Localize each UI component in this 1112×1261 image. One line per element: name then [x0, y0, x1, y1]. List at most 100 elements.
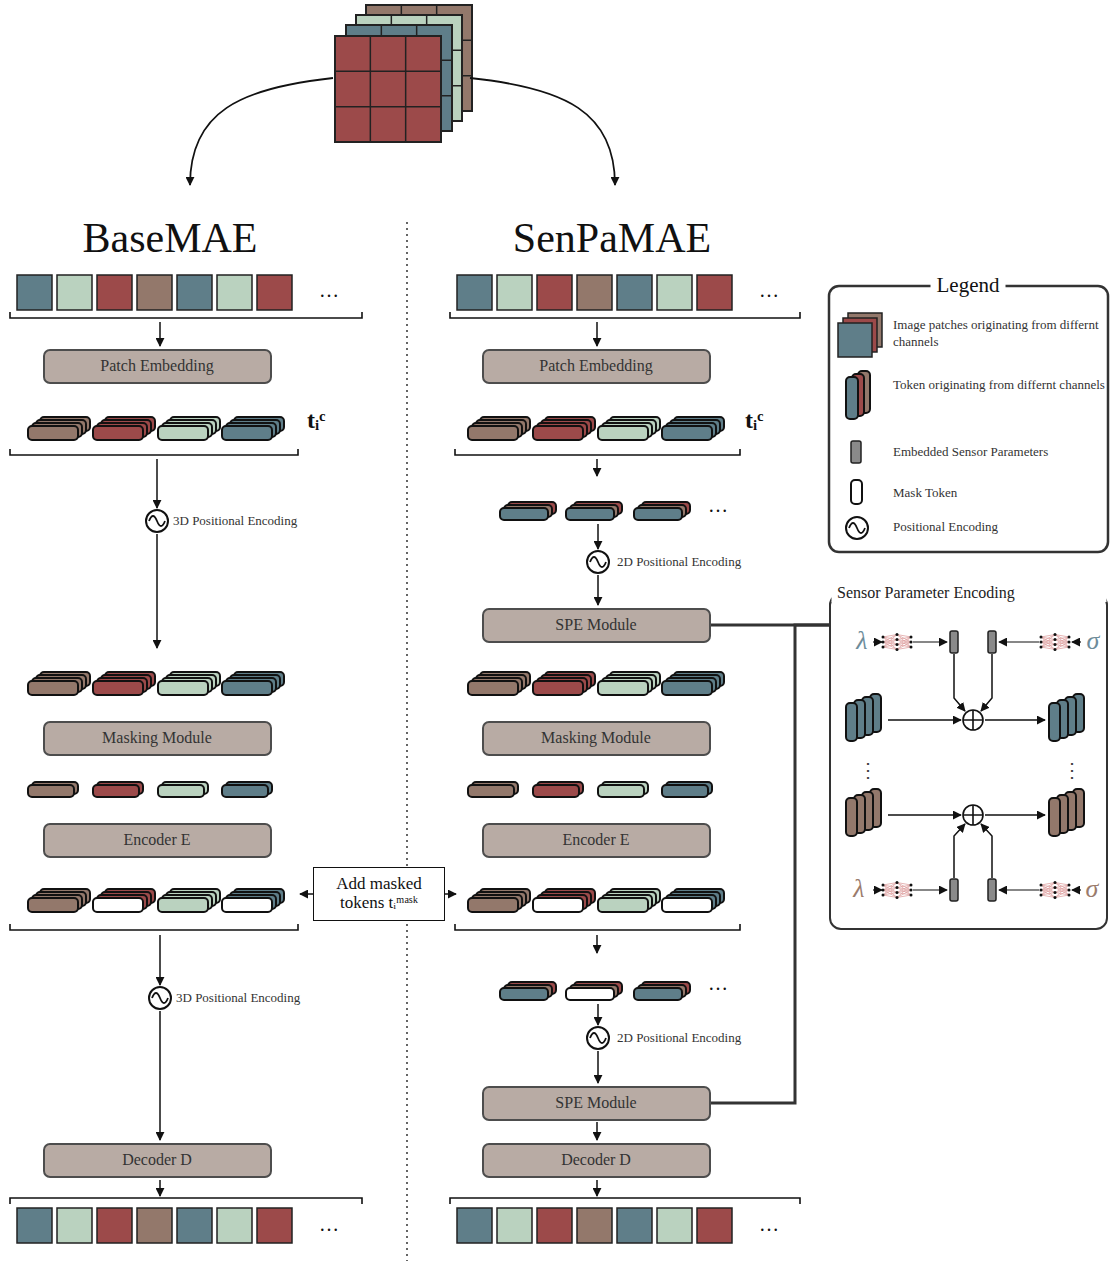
diagram-label: SenPaMAE — [513, 215, 711, 261]
box-label: Encoder E — [123, 831, 190, 849]
pe-wave — [849, 523, 865, 533]
mlp-icon — [1040, 633, 1071, 651]
mlp-link — [1041, 888, 1055, 896]
mlp-link — [1041, 637, 1055, 650]
token — [222, 681, 272, 695]
mlp-link — [883, 640, 897, 648]
mlp-link — [897, 647, 911, 650]
image-patch — [497, 1208, 532, 1243]
sensor-embedding — [950, 631, 958, 653]
mlp-link — [897, 890, 911, 898]
mlp-link — [897, 885, 911, 898]
token — [468, 898, 518, 912]
mlp-link — [1055, 890, 1069, 898]
image-patch — [17, 275, 52, 310]
mlp-unit — [1054, 896, 1057, 899]
process-box: Encoder E — [43, 823, 272, 858]
diagram-label: 3D Positional Encoding — [173, 514, 297, 528]
flow-arrow — [597, 575, 599, 605]
diagram-label: … — [319, 1213, 339, 1235]
mlp-unit — [882, 636, 885, 639]
mlp-unit — [1054, 891, 1057, 894]
mlp-link — [883, 883, 897, 896]
image-patch — [97, 275, 132, 310]
pe-wave — [590, 1033, 606, 1043]
image-patch — [577, 275, 612, 310]
mlp-link — [883, 637, 897, 650]
layer-fill — [335, 36, 441, 142]
mlp-link — [1041, 885, 1055, 898]
sensor-embedding — [950, 879, 958, 901]
pe-wave — [149, 516, 165, 526]
mlp-unit — [896, 891, 899, 894]
token — [158, 426, 208, 440]
legend-token-sample — [846, 377, 858, 419]
mlp-link — [883, 885, 897, 898]
pe-wave — [152, 993, 168, 1003]
diagram-label: Legend — [931, 274, 1006, 297]
sum-input — [981, 654, 992, 711]
add-cross — [963, 805, 983, 825]
diagram-label: λ — [853, 875, 864, 904]
mlp-link — [1041, 640, 1055, 648]
token — [500, 988, 548, 1000]
process-box: SPE Module — [482, 608, 711, 643]
flow-arrow — [596, 935, 598, 953]
small-arrow — [999, 641, 1039, 642]
flow-arrow — [596, 459, 598, 476]
mlp-unit — [1068, 636, 1071, 639]
sum-input — [954, 824, 965, 878]
box-label: Patch Embedding — [539, 357, 652, 375]
small-arrow — [873, 641, 882, 642]
image-patch — [17, 1208, 52, 1243]
flow-arrow — [156, 459, 158, 508]
sum-input — [954, 654, 965, 711]
flow-arrow — [888, 814, 961, 816]
mlp-unit — [910, 646, 913, 649]
mlp-unit — [896, 643, 899, 646]
mlp-unit — [910, 884, 913, 887]
box-label: Masking Module — [102, 729, 212, 747]
add-symbol — [963, 710, 983, 730]
mlp-link — [883, 893, 897, 896]
grid-line — [335, 106, 441, 108]
process-box: Add masked tokens tᵢᵐᵃˢᵏ — [313, 867, 445, 921]
legend-text: Image patches originating from differnt … — [893, 317, 1105, 351]
pe-circle — [149, 987, 171, 1009]
flow-arrow — [159, 1180, 161, 1196]
mlp-unit — [1040, 636, 1043, 639]
diagram-label: … — [759, 1213, 779, 1235]
flow-arrow — [156, 534, 158, 648]
box-label: Decoder D — [561, 1151, 631, 1169]
box-label: SPE Module — [555, 616, 636, 634]
add-circle — [963, 710, 983, 730]
flow-arrow — [159, 1011, 161, 1140]
mlp-unit — [910, 889, 913, 892]
small-arrow — [999, 889, 1039, 890]
small-arrow — [1072, 641, 1081, 642]
mlp-unit — [896, 638, 899, 641]
positional-encoding-symbol — [846, 517, 868, 539]
box-label: Masking Module — [541, 729, 651, 747]
mlp-link — [897, 635, 911, 648]
image-patch — [537, 1208, 572, 1243]
token — [566, 988, 614, 1000]
diagram-label: 3D Positional Encoding — [176, 991, 300, 1005]
mlp-unit — [1054, 643, 1057, 646]
image-patch — [457, 1208, 492, 1243]
panel-title: Sensor Parameter Encoding — [831, 584, 1106, 602]
image-patch — [177, 1208, 212, 1243]
mlp-unit — [1054, 881, 1057, 884]
flow-arrow — [596, 322, 598, 346]
positional-encoding-symbol — [149, 987, 171, 1009]
mlp-unit — [896, 886, 899, 889]
token — [468, 681, 518, 695]
mlp-unit — [910, 641, 913, 644]
token — [28, 681, 78, 695]
process-box: Masking Module — [482, 721, 711, 756]
mlp-unit — [896, 896, 899, 899]
mlp-link — [1055, 895, 1069, 898]
diagram-label: … — [708, 972, 728, 994]
sensor-embedding — [988, 879, 996, 901]
mlp-icon — [882, 881, 913, 899]
